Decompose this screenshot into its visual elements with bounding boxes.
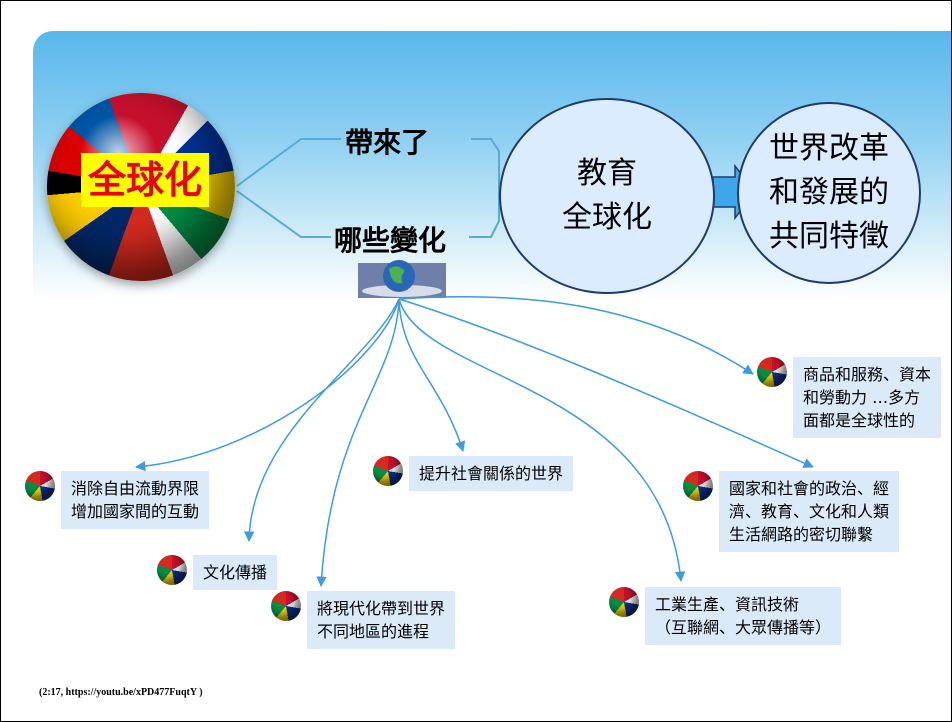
node-6-line-1: 國家和社會的政治、經 <box>729 479 890 498</box>
connector-node-2 <box>243 298 400 543</box>
node-7-line-3: 面都是全球性的 <box>803 411 916 430</box>
node-text-box: 將現代化帶到世界 不同地區的進程 <box>307 591 456 649</box>
node-6-line-2: 濟、教育、文化和人類 <box>729 502 890 521</box>
globe-flags-icon <box>609 587 639 617</box>
connector-node-1 <box>134 298 400 472</box>
main-topic-label: 全球化 <box>81 153 209 207</box>
globe-flags-icon <box>373 456 403 486</box>
node-6-line-3: 生活網路的密切聯繫 <box>729 525 874 544</box>
source-footnote: (2:17, https://youtu.be/xPD477FuqtY ) <box>39 687 203 698</box>
node-text-box: 文化傳播 <box>193 555 278 590</box>
node-text-box: 工業生產、資訊技術 （互聯網、大眾傳播等） <box>645 587 842 645</box>
node-remove-barriers: 消除自由流動界限 增加國家間的互動 <box>25 471 210 529</box>
circle-education-globalization: 教育 全球化 <box>499 98 715 294</box>
connector-node-7 <box>398 295 754 375</box>
node-1-line-1: 消除自由流動界限 <box>71 479 200 498</box>
node-social-relations: 提升社會關係的世界 <box>373 456 574 491</box>
globe-flags-icon <box>271 591 301 621</box>
node-modernization: 將現代化帶到世界 不同地區的進程 <box>271 591 456 649</box>
globe-flags-icon <box>683 471 713 501</box>
connector-node-4 <box>398 298 466 453</box>
node-5-line-1: 工業生產、資訊技術 <box>655 595 800 614</box>
caption-bottom: 哪些變化 <box>334 224 447 257</box>
node-7-line-1: 商品和服務、資本 <box>803 365 932 384</box>
bracket-line-right <box>469 138 500 238</box>
circle-2-line-3: 共同特徵 <box>769 219 889 254</box>
globe-flags-icon <box>757 357 787 387</box>
bracket-line-bottom <box>236 190 331 238</box>
connector-node-6 <box>398 298 814 468</box>
node-industry-tech: 工業生產、資訊技術 （互聯網、大眾傳播等） <box>609 587 842 645</box>
node-cultural-spread: 文化傳播 <box>157 555 278 590</box>
node-text-box: 國家和社會的政治、經 濟、教育、文化和人類 生活網路的密切聯繫 <box>719 471 900 552</box>
circle-2-line-2: 和發展的 <box>769 175 889 210</box>
globe-flags-icon <box>25 471 55 501</box>
node-goods-services: 商品和服務、資本 和勞動力 …多方 面都是全球性的 <box>757 357 942 438</box>
node-text-box: 消除自由流動界限 增加國家間的互動 <box>61 471 210 529</box>
connector-node-3 <box>316 298 400 588</box>
globe-flags-icon <box>157 555 187 585</box>
caption-top: 帶來了 <box>345 126 430 159</box>
circle-1-line-1: 教育 <box>577 156 637 191</box>
node-2-line-1: 文化傳播 <box>203 563 268 582</box>
connector-node-5 <box>398 298 686 583</box>
node-text-box: 商品和服務、資本 和勞動力 …多方 面都是全球性的 <box>793 357 942 438</box>
node-3-line-1: 將現代化帶到世界 <box>317 599 446 618</box>
node-4-line-1: 提升社會關係的世界 <box>419 464 564 483</box>
node-7-line-2: 和勞動力 …多方 <box>803 388 921 407</box>
node-5-line-2: （互聯網、大眾傳播等） <box>655 618 832 637</box>
node-1-line-2: 增加國家間的互動 <box>71 502 200 521</box>
circle-2-line-1: 世界改革 <box>769 131 889 166</box>
node-3-line-2: 不同地區的進程 <box>317 622 430 641</box>
circle-common-features: 世界改革 和發展的 共同特徵 <box>737 102 921 284</box>
hub-globe-icon <box>358 260 446 298</box>
node-network-connections: 國家和社會的政治、經 濟、教育、文化和人類 生活網路的密切聯繫 <box>683 471 900 552</box>
node-text-box: 提升社會關係的世界 <box>409 456 574 491</box>
bracket-line-top <box>236 138 341 187</box>
circle-1-line-2: 全球化 <box>562 200 652 235</box>
